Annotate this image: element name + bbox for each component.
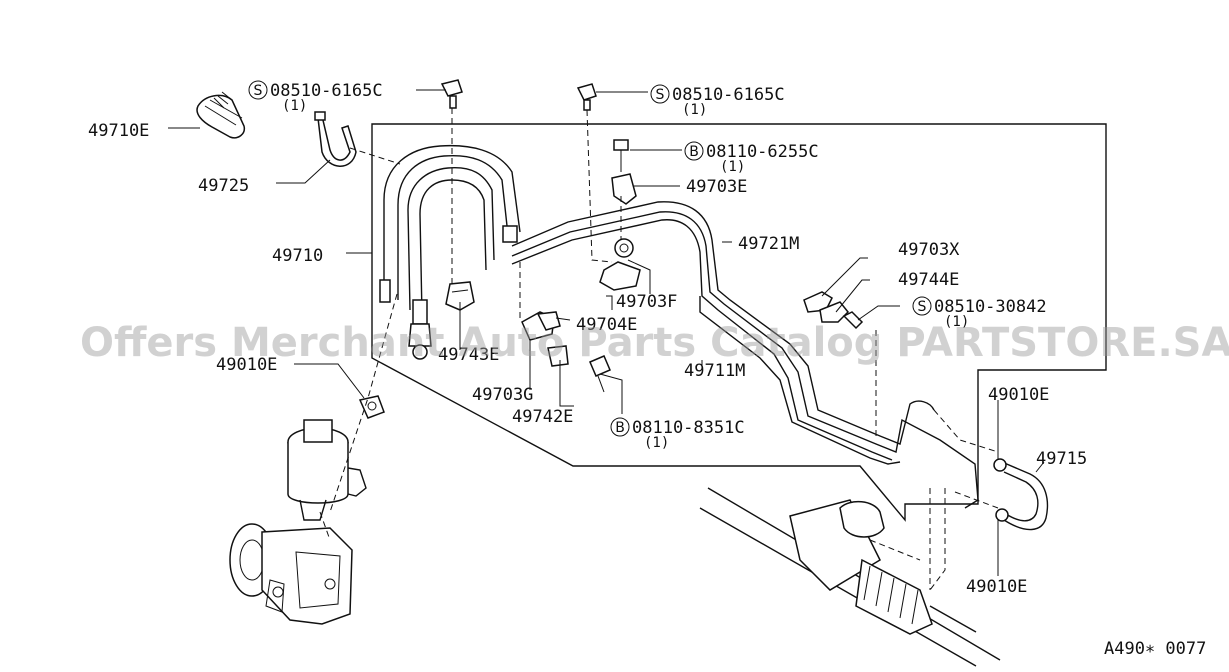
fastener-callout-3: B 08110-6255C (1)	[684, 141, 819, 175]
assembly-line-8	[933, 409, 999, 453]
fastener-code: 08510-30842	[934, 297, 1047, 317]
fastener-callout-1: S 08510-6165C (1)	[248, 80, 383, 114]
clamp-49742E	[547, 345, 569, 367]
steering-rack	[699, 487, 1001, 667]
label-49703G: 49703G	[472, 385, 533, 405]
fastener-callout-4: S 08510-30842 (1)	[912, 296, 1047, 330]
label-49710E: 49710E	[88, 121, 149, 141]
fastener-code: 08510-6165C	[672, 85, 785, 105]
fastener-code: 08110-6255C	[706, 142, 819, 162]
power-steering-pump	[229, 523, 353, 625]
fastener-symbol: S	[656, 87, 665, 103]
clamp-49703F	[599, 238, 641, 291]
label-49715: 49715	[1036, 449, 1087, 469]
assembly-line-5	[329, 293, 398, 513]
clip-49704E	[536, 311, 561, 331]
hose-49715	[993, 458, 1049, 531]
fitting-49010E-left	[358, 395, 385, 419]
clamp-49710E	[196, 91, 246, 139]
pressure-pipe-49721M	[511, 201, 979, 509]
figure-code: A490∗ 0077	[1104, 639, 1206, 659]
assembly-line-12	[319, 511, 331, 541]
label-49703E: 49703E	[686, 177, 747, 197]
label-49010E-right-top: 49010E	[988, 385, 1049, 405]
label-49744E: 49744E	[898, 270, 959, 290]
fastener-qty: (1)	[944, 314, 969, 330]
fastener-qty: (1)	[644, 435, 669, 451]
assembly-line-9	[929, 488, 946, 591]
fastener-code: 08110-8351C	[632, 418, 745, 438]
fastener-code: 08510-6165C	[270, 81, 383, 101]
bolt-08510-6165C-b	[576, 83, 597, 111]
clamp-49703X	[803, 291, 833, 313]
assembly-line-10	[929, 488, 999, 590]
assembly-line-2	[586, 109, 613, 263]
leader-lines	[168, 89, 1045, 576]
reservoir-tank	[287, 419, 367, 521]
fastener-callout-5: B 08110-8351C (1)	[610, 417, 745, 451]
clamp-49703E	[611, 139, 637, 205]
label-49743E: 49743E	[438, 345, 499, 365]
fastener-qty: (1)	[682, 102, 707, 118]
bolt-08510-30842	[842, 311, 864, 330]
assembly-line-4	[349, 147, 401, 165]
label-49742E: 49742E	[512, 407, 573, 427]
label-49704E: 49704E	[576, 315, 637, 335]
watermark-text: Offers Merchant Auto Parts Catalog PARTS…	[80, 320, 1229, 366]
label-49721M: 49721M	[738, 234, 799, 254]
bolt-08110-8351C	[589, 355, 611, 393]
assembly-line-11	[869, 539, 921, 561]
clip-49725	[314, 111, 357, 167]
fastener-symbol: B	[689, 144, 699, 160]
fastener-symbol: B	[615, 420, 625, 436]
label-49710: 49710	[272, 246, 323, 266]
fastener-symbol: S	[254, 83, 263, 99]
label-49703X: 49703X	[898, 240, 960, 260]
label-49711M: 49711M	[684, 361, 745, 381]
label-49010E-left: 49010E	[216, 355, 277, 375]
bolt-08510-6165C-a	[440, 79, 463, 109]
bracket-49743E	[445, 281, 475, 311]
fastener-symbol: S	[918, 299, 927, 315]
return-pipe-49711M	[699, 296, 901, 465]
label-49703F: 49703F	[616, 292, 677, 312]
fastener-callout-2: S 08510-6165C (1)	[650, 84, 785, 118]
label-49010E-right-bottom: 49010E	[966, 577, 1027, 597]
fastener-qty: (1)	[720, 159, 745, 175]
clamp-49744E	[819, 301, 850, 323]
assembly-frame	[371, 123, 1107, 522]
fastener-qty: (1)	[282, 98, 307, 114]
label-49725: 49725	[198, 176, 249, 196]
